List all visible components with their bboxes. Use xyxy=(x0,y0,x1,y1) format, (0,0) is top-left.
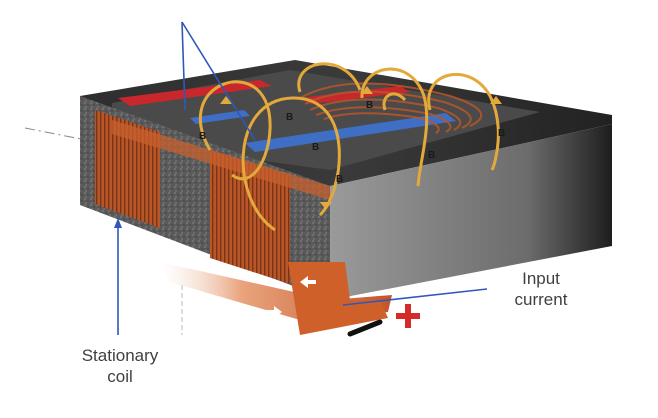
plus-sign-icon xyxy=(396,304,420,328)
field-marker-b: B xyxy=(199,131,206,142)
field-marker-b: B xyxy=(336,174,343,185)
coil-end-turns xyxy=(299,82,483,134)
pointer-to-magnet-blue xyxy=(181,21,256,141)
core-front-face xyxy=(330,124,612,300)
stationary-coil-top xyxy=(112,120,330,200)
current-arrow-icon xyxy=(266,306,282,318)
magnet-blue-bar xyxy=(245,113,456,152)
stationary-coil-mid xyxy=(210,150,290,284)
field-marker-b: B xyxy=(286,112,293,123)
pointer-to-magnet-red xyxy=(181,21,186,111)
stationary-coil-label-line1: Stationary xyxy=(81,346,159,365)
pointer-input-current xyxy=(342,288,488,306)
field-arrow-icon xyxy=(220,86,502,210)
field-marker-b: B xyxy=(428,150,435,161)
pointer-arrow-icon xyxy=(114,218,122,228)
stationary-coil-label: Stationary coil xyxy=(50,345,190,387)
input-current-label-line2: current xyxy=(514,290,568,309)
input-current-label: Input current xyxy=(486,268,596,310)
core-inner-floor xyxy=(112,70,540,170)
magnet-blue-bar-2 xyxy=(190,110,250,124)
field-marker-b: B xyxy=(312,142,319,153)
current-arrow-icon xyxy=(300,276,316,288)
stationary-coil-label-line2: coil xyxy=(107,367,133,386)
magnetic-field-lines xyxy=(198,62,500,232)
magnet-red-bar-2 xyxy=(300,86,410,104)
input-current-label-line1: Input xyxy=(522,269,560,288)
field-markers: B B B B B B B xyxy=(199,100,505,185)
field-marker-b: B xyxy=(498,128,505,139)
pointer-lines xyxy=(117,21,488,335)
field-marker-b: B xyxy=(366,100,373,111)
magnet-red-bar xyxy=(118,80,272,106)
terminal-wire xyxy=(347,319,383,337)
